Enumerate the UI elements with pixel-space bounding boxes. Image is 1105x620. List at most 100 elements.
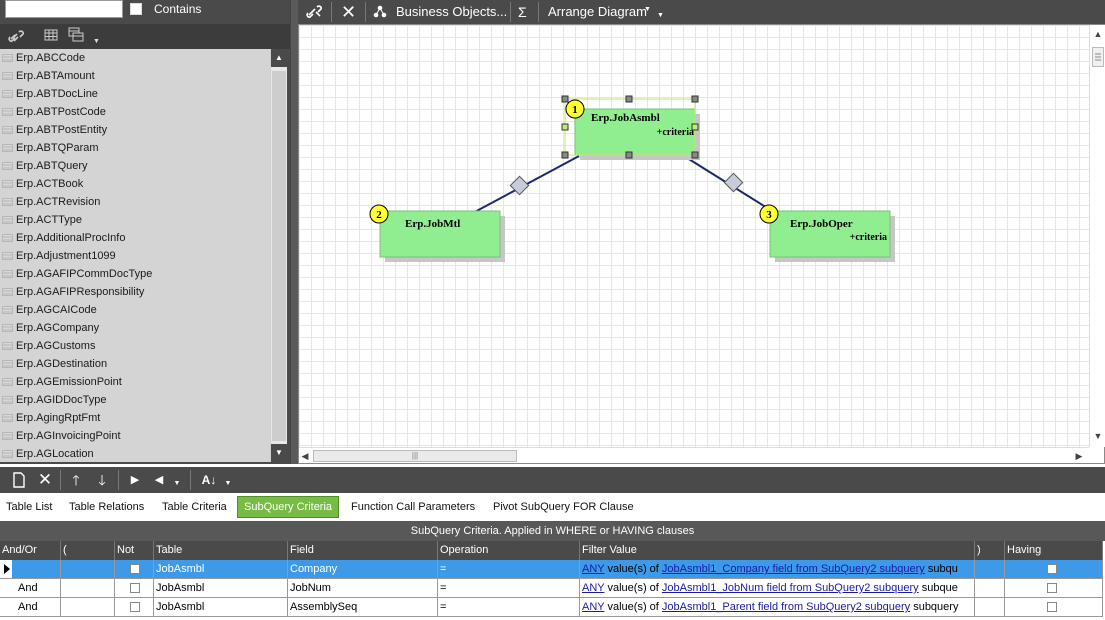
grid-cell-table[interactable]: JobAsmbl <box>154 579 288 598</box>
chevron-down-icon[interactable]: ▼ <box>173 480 181 487</box>
scroll-up-icon[interactable]: ▲ <box>271 49 287 67</box>
grid-cell-operation[interactable]: = <box>438 579 580 598</box>
chevron-down-icon[interactable]: ▼ <box>657 12 664 19</box>
scroll-thumb[interactable] <box>1092 47 1104 67</box>
any-link[interactable]: ANY <box>582 563 605 575</box>
list-item[interactable]: Erp.ABTDocLine <box>0 85 270 103</box>
list-item[interactable]: Erp.AGDestination <box>0 355 270 373</box>
not-checkbox[interactable] <box>130 564 140 574</box>
move-down-icon[interactable]: 🡓 <box>98 472 106 488</box>
scroll-right-icon[interactable]: ▶ <box>1075 451 1083 461</box>
tab-subquery-criteria[interactable]: SubQuery Criteria <box>237 496 340 518</box>
grid-cell-field[interactable]: JobNum <box>288 579 438 598</box>
grid-cell-having[interactable] <box>1005 598 1103 617</box>
tab-table-list[interactable]: Table List <box>6 501 53 513</box>
business-objects-icon[interactable] <box>373 0 387 24</box>
chevron-down-icon[interactable]: ▼ <box>644 6 651 13</box>
subquery-field-link[interactable]: JobAsmbl1_Company field from SubQuery2 s… <box>661 563 925 575</box>
grid-cell-not[interactable] <box>115 579 154 598</box>
relation-diamond-icon[interactable] <box>509 175 530 196</box>
list-scrollbar[interactable]: ▲ ▼ <box>270 49 287 462</box>
indent-right-icon[interactable]: ▶ <box>130 474 140 486</box>
scroll-down-icon[interactable]: ▼ <box>271 444 287 462</box>
table-options-icon[interactable] <box>68 26 84 45</box>
list-item[interactable]: Erp.ACTType <box>0 211 270 229</box>
tab-pivot-subquery-for-clause[interactable]: Pivot SubQuery FOR Clause <box>493 501 634 513</box>
link-icon[interactable] <box>8 28 26 47</box>
grid-cell-not[interactable] <box>115 598 154 617</box>
grid-cell-not[interactable] <box>115 560 154 579</box>
grid-cell-operation[interactable]: = <box>438 598 580 617</box>
grid-cell-andor[interactable]: And <box>0 598 61 617</box>
panel-splitter[interactable] <box>290 0 298 464</box>
list-item[interactable]: Erp.AGEmissionPoint <box>0 373 270 391</box>
resize-handle[interactable] <box>691 123 699 131</box>
having-checkbox[interactable] <box>1047 583 1057 593</box>
search-input[interactable] <box>5 0 123 18</box>
scroll-thumb[interactable]: ||| <box>313 450 517 462</box>
resize-handle[interactable] <box>561 151 569 159</box>
any-link[interactable]: ANY <box>582 601 605 613</box>
not-checkbox[interactable] <box>130 583 140 593</box>
chevron-down-icon[interactable]: ▼ <box>224 480 232 487</box>
tab-table-criteria[interactable]: Table Criteria <box>162 501 227 513</box>
having-checkbox[interactable] <box>1047 564 1057 574</box>
sort-icon[interactable]: A↓ <box>201 473 217 487</box>
any-link[interactable]: ANY <box>582 582 605 594</box>
subquery-field-link[interactable]: JobAsmbl1_Parent field from SubQuery2 su… <box>661 601 911 613</box>
list-item[interactable]: Erp.AGCompany <box>0 319 270 337</box>
grid-cell-table[interactable]: JobAsmbl <box>154 560 288 579</box>
column-header-filter-value[interactable]: Filter Value <box>580 541 975 560</box>
column-header-table[interactable]: Table <box>154 541 288 560</box>
list-item[interactable]: Erp.AgingRptFmt <box>0 409 270 427</box>
list-item[interactable]: Erp.ACTRevision <box>0 193 270 211</box>
list-item[interactable]: Erp.AGInvoicingPoint <box>0 427 270 445</box>
diagram-vertical-scrollbar[interactable]: ▲ ▼ <box>1089 25 1105 447</box>
move-up-icon[interactable]: 🡑 <box>72 472 80 488</box>
list-item[interactable]: Erp.AGLocation <box>0 445 270 462</box>
column-header-operation[interactable]: Operation <box>438 541 580 560</box>
contains-checkbox[interactable] <box>130 3 142 15</box>
indent-left-icon[interactable]: ◀ <box>154 474 164 486</box>
list-item[interactable]: Erp.AGAFIPCommDocType <box>0 265 270 283</box>
list-item[interactable]: Erp.AGCustoms <box>0 337 270 355</box>
list-item[interactable]: Erp.ABTPostEntity <box>0 121 270 139</box>
scroll-left-icon[interactable]: ◀ <box>301 451 309 461</box>
delete-icon[interactable]: ✕ <box>341 2 357 22</box>
table-icon[interactable] <box>44 28 58 45</box>
list-item[interactable]: Erp.ABTPostCode <box>0 103 270 121</box>
table-node-jobasmbl[interactable]: Erp.JobAsmbl +criteria 1 <box>561 95 700 160</box>
column-header-field[interactable]: Field <box>288 541 438 560</box>
column-header-close-paren[interactable]: ) <box>975 541 1005 560</box>
grid-cell-close-paren[interactable] <box>975 598 1005 617</box>
resize-handle[interactable] <box>561 95 569 103</box>
grid-cell-table[interactable]: JobAsmbl <box>154 598 288 617</box>
column-header-having[interactable]: Having <box>1005 541 1103 560</box>
grid-cell-open-paren[interactable] <box>61 560 115 579</box>
list-item[interactable]: Erp.ABCCode <box>0 49 270 67</box>
not-checkbox[interactable] <box>130 602 140 612</box>
grid-cell-open-paren[interactable] <box>61 579 115 598</box>
subquery-field-link[interactable]: JobAsmbl1_JobNum field from SubQuery2 su… <box>661 582 919 594</box>
list-item[interactable]: Erp.ABTQParam <box>0 139 270 157</box>
arrange-diagram-button[interactable]: Arrange Diagram <box>548 4 647 19</box>
grid-cell-having[interactable] <box>1005 560 1103 579</box>
table-node-joboper[interactable]: Erp.JobOper +criteria 3 <box>759 204 895 262</box>
business-objects-button[interactable]: Business Objects... <box>396 4 508 19</box>
grid-cell-filter-value[interactable]: ANY value(s) of JobAsmbl1_Parent field f… <box>580 598 975 617</box>
chevron-down-icon[interactable]: ▼ <box>93 38 100 45</box>
diagram-canvas[interactable]: Erp.JobMtl 2 Erp.JobOper +criteria 3 Erp… <box>299 25 1089 447</box>
scroll-up-icon[interactable]: ▲ <box>1093 29 1103 39</box>
list-item[interactable]: Erp.AGIDDocType <box>0 391 270 409</box>
grid-cell-filter-value[interactable]: ANY value(s) of JobAsmbl1_Company field … <box>580 560 975 579</box>
grid-cell-having[interactable] <box>1005 579 1103 598</box>
diagram-horizontal-scrollbar[interactable]: ◀ ||| ▶ <box>299 447 1089 463</box>
column-header-not[interactable]: Not <box>115 541 154 560</box>
table-node-jobmtl[interactable]: Erp.JobMtl 2 <box>369 204 505 262</box>
link-tool-icon[interactable] <box>306 0 324 24</box>
list-item[interactable]: Erp.Adjustment1099 <box>0 247 270 265</box>
grid-cell-close-paren[interactable] <box>975 579 1005 598</box>
resize-handle[interactable] <box>561 123 569 131</box>
relation-diamond-icon[interactable] <box>723 172 744 193</box>
grid-cell-close-paren[interactable] <box>975 560 1005 579</box>
